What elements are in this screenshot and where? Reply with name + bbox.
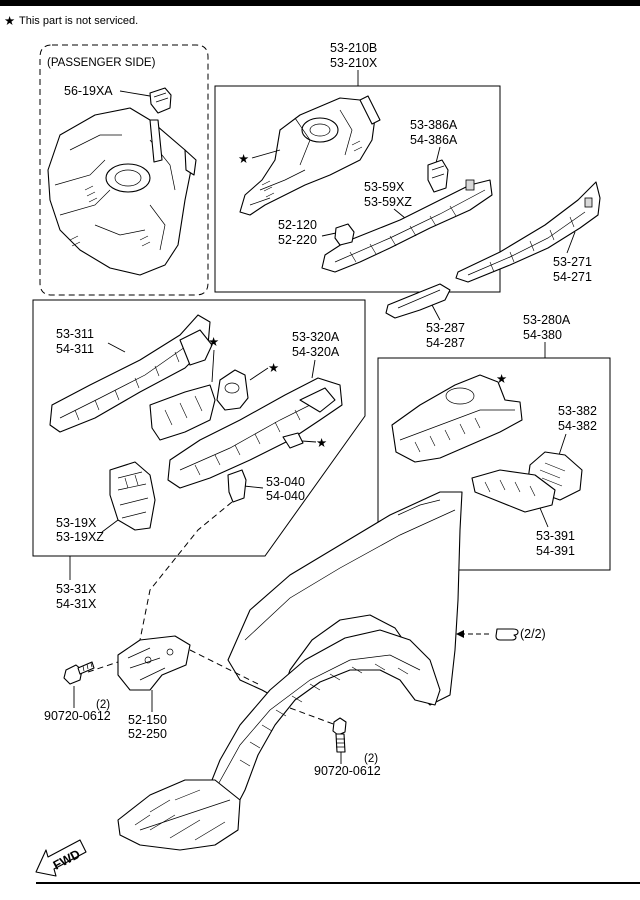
- legend-star-icon: ★: [4, 14, 15, 28]
- bottom-rule: [36, 882, 640, 884]
- assembly-53-210-group: 53-210B 53-210X ★ 53-386A 54-386A 53-59X…: [214, 41, 501, 293]
- part-53-311-side-rail[interactable]: [49, 314, 213, 433]
- label-53-386a: 53-386A: [410, 118, 458, 132]
- label-52-150: 52-150: [128, 713, 167, 727]
- label-54-320a: 54-320A: [292, 345, 340, 359]
- part-53-320a-apron-panel[interactable]: [167, 377, 343, 489]
- star-tower-icon: ★: [268, 361, 279, 375]
- star-53-210-icon: ★: [238, 152, 249, 166]
- fwd-arrow-icon: [35, 839, 87, 877]
- star-53-280a-icon: ★: [496, 372, 507, 386]
- passenger-side-title: (PASSENGER SIDE): [47, 57, 156, 69]
- label-56-19xa: 56-19XA: [64, 84, 113, 98]
- label-53-382: 53-382: [558, 404, 597, 418]
- reference-page-label[interactable]: (2/2): [520, 627, 546, 641]
- label-53-210b: 53-210B: [330, 41, 377, 55]
- part-53-040-bracket[interactable]: [227, 469, 247, 503]
- part-53-287-bracket[interactable]: [385, 283, 451, 319]
- bolt-left-number: 90720-0612: [44, 709, 111, 723]
- bolt-left-qty: (2): [96, 699, 110, 711]
- assembly-53-31x-border: [32, 299, 366, 557]
- bolt-left-icon[interactable]: [63, 661, 95, 685]
- label-53-59xz: 53-59XZ: [364, 195, 412, 209]
- label-54-391: 54-391: [536, 544, 575, 558]
- label-53-31x: 53-31X: [56, 582, 97, 596]
- label-53-19x: 53-19X: [56, 516, 97, 530]
- star-inner-left-icon: ★: [208, 335, 219, 349]
- star-bracket-icon: ★: [316, 436, 327, 450]
- label-54-287: 54-287: [426, 336, 465, 350]
- bolt-right-icon[interactable]: [332, 717, 347, 753]
- bolt-right-number: 90720-0612: [314, 764, 381, 778]
- label-53-320a: 53-320A: [292, 330, 340, 344]
- label-53-271: 53-271: [553, 255, 592, 269]
- assembly-53-280a-group: 53-280A 54-380 ★ 53-382 54-382 53-391 54…: [377, 313, 611, 571]
- part-lower-splash-guard[interactable]: [117, 779, 241, 851]
- fwd-label: FWD: [51, 847, 83, 873]
- pointing-hand-icon: [495, 628, 519, 641]
- alignment-line-53-040: [139, 501, 233, 641]
- top-rule: [0, 0, 640, 6]
- label-53-280a: 53-280A: [523, 313, 571, 327]
- label-53-287: 53-287: [426, 321, 465, 335]
- alignment-line-bolt-left: [87, 661, 119, 673]
- part-53-19x-panel[interactable]: [109, 461, 156, 531]
- label-53-210x: 53-210X: [330, 56, 378, 70]
- label-54-382: 54-382: [558, 419, 597, 433]
- label-54-380: 54-380: [523, 328, 562, 342]
- part-52-120-bracket[interactable]: [334, 223, 355, 246]
- label-52-120: 52-120: [278, 218, 317, 232]
- part-52-150-bracket[interactable]: [117, 635, 191, 691]
- part-passenger-apron-assembly[interactable]: [47, 107, 197, 276]
- label-52-250: 52-250: [128, 727, 167, 741]
- assembly-53-210-box: [214, 85, 501, 293]
- reference-arrow-icon: [456, 630, 464, 638]
- label-54-311: 54-311: [56, 342, 94, 356]
- part-53-280a-apron[interactable]: [391, 374, 523, 463]
- part-53-271-rail[interactable]: [455, 181, 601, 283]
- legend-text: This part is not serviced.: [19, 15, 138, 27]
- part-53-391-bracket[interactable]: [471, 469, 556, 513]
- part-53-210-suspension-tower[interactable]: [239, 95, 381, 216]
- label-54-040: 54-040: [266, 489, 305, 503]
- alignment-line-bracket-fender: [189, 649, 261, 686]
- label-53-59x: 53-59X: [364, 180, 405, 194]
- label-53-19xz: 53-19XZ: [56, 530, 104, 544]
- passenger-side-group: (PASSENGER SIDE) 56-19XA: [39, 44, 209, 296]
- part-inner-apron-bracket[interactable]: [149, 384, 216, 441]
- label-53-040: 53-040: [266, 475, 305, 489]
- bolt-right-qty: (2): [364, 753, 378, 765]
- label-53-391: 53-391: [536, 529, 575, 543]
- alignment-line-bolt-right: [289, 707, 337, 726]
- passenger-side-border: [39, 44, 209, 296]
- label-53-311: 53-311: [56, 327, 94, 341]
- label-52-220: 52-220: [278, 233, 317, 247]
- label-54-31x: 54-31X: [56, 597, 97, 611]
- label-54-386a: 54-386A: [410, 133, 458, 147]
- part-shock-tower[interactable]: [216, 367, 269, 411]
- label-54-271: 54-271: [553, 270, 592, 284]
- assembly-53-31x-group: 53-311 54-311 ★ 53-320A 54-320A ★: [32, 299, 366, 557]
- assembly-53-280a-box: [377, 357, 611, 571]
- part-small-bracket[interactable]: [282, 432, 304, 449]
- part-53-59x-frame-rail[interactable]: [321, 179, 493, 273]
